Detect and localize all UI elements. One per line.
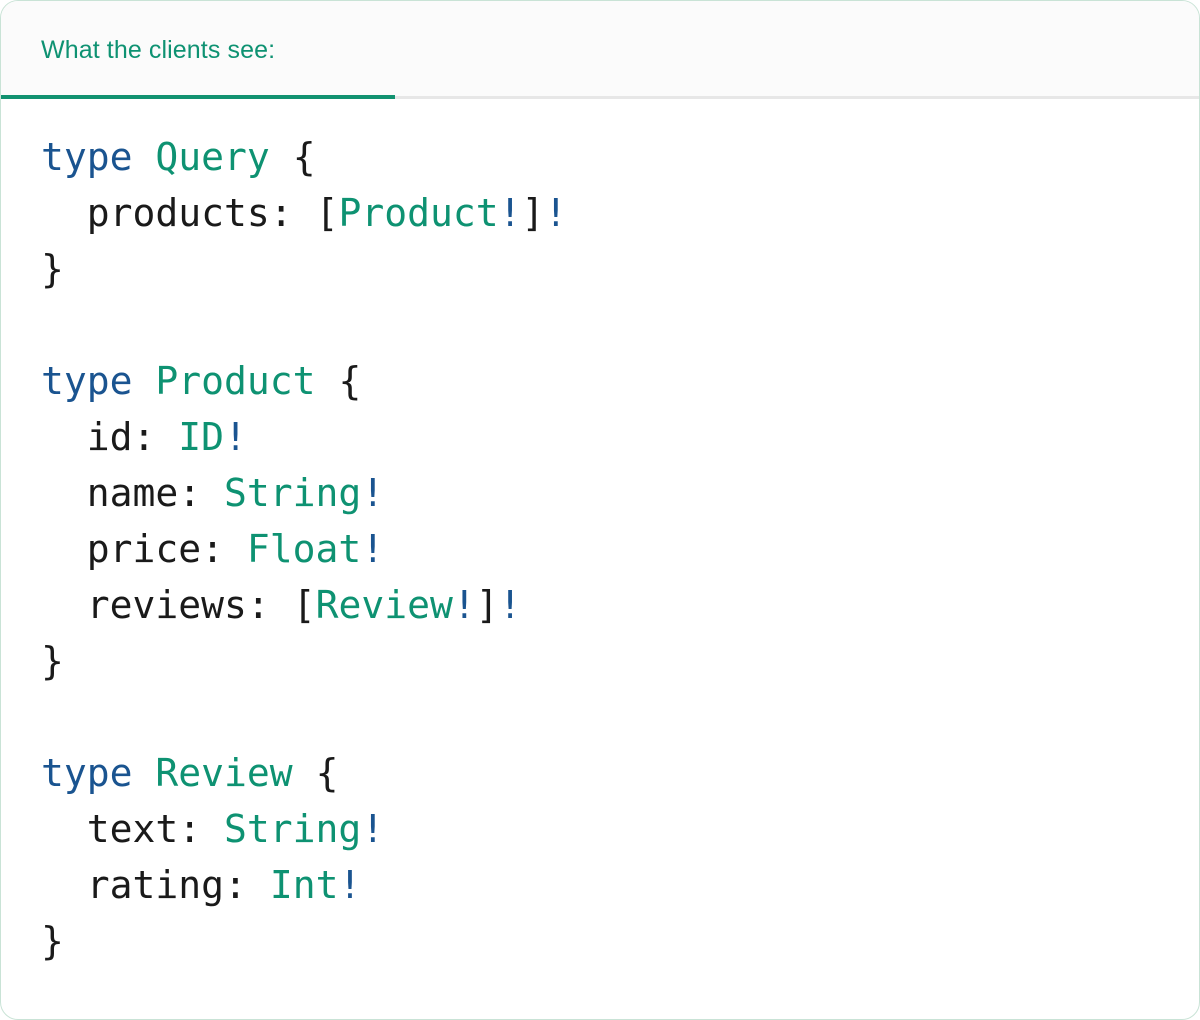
code-token-punc bbox=[270, 135, 293, 179]
code-token-punc: : bbox=[269, 191, 316, 235]
code-token-type: Product bbox=[338, 191, 499, 235]
code-token-punc bbox=[41, 471, 87, 515]
code-area: type Query { products: [Product!]!} type… bbox=[1, 99, 1199, 969]
code-token-type: Int bbox=[269, 863, 339, 907]
code-line: name: String! bbox=[41, 465, 1159, 521]
code-line: id: ID! bbox=[41, 409, 1159, 465]
code-token-punc bbox=[133, 135, 156, 179]
code-line: } bbox=[41, 241, 1159, 297]
code-line: type Product { bbox=[41, 353, 1159, 409]
code-token-punc bbox=[41, 863, 87, 907]
code-token-punc bbox=[293, 751, 316, 795]
code-token-punc bbox=[133, 359, 156, 403]
code-token-type: String bbox=[224, 807, 362, 851]
code-line: type Query { bbox=[41, 129, 1159, 185]
code-token-bang: ! bbox=[498, 583, 522, 627]
code-token-punc: } bbox=[41, 639, 64, 683]
code-token-field: text bbox=[86, 807, 179, 851]
code-token-punc bbox=[41, 191, 87, 235]
code-line bbox=[41, 297, 1159, 353]
code-token-type: Product bbox=[155, 359, 316, 403]
code-token-punc: } bbox=[41, 247, 64, 291]
code-token-type: String bbox=[224, 471, 362, 515]
code-token-field: products bbox=[86, 191, 270, 235]
code-token-punc: : bbox=[224, 863, 270, 907]
code-token-punc: : bbox=[201, 527, 247, 571]
code-token-punc: : bbox=[178, 807, 225, 851]
code-token-kw: type bbox=[41, 751, 133, 795]
code-token-field: id bbox=[86, 415, 133, 459]
code-token-punc: { bbox=[292, 135, 316, 179]
tab-strip-baseline bbox=[1, 96, 1199, 99]
code-token-bang: ! bbox=[361, 807, 385, 851]
code-line bbox=[41, 689, 1159, 745]
code-token-punc: { bbox=[315, 751, 339, 795]
code-token-bang: ! bbox=[544, 191, 568, 235]
code-token-type: ID bbox=[178, 415, 225, 459]
code-line: } bbox=[41, 633, 1159, 689]
code-line: products: [Product!]! bbox=[41, 185, 1159, 241]
code-token-punc bbox=[41, 583, 87, 627]
active-tab-underline bbox=[1, 95, 395, 99]
code-token-punc: : bbox=[132, 415, 179, 459]
code-token-punc bbox=[133, 751, 156, 795]
tab-what-the-clients-see[interactable]: What the clients see: bbox=[1, 1, 395, 99]
code-token-punc: [ bbox=[292, 583, 316, 627]
code-token-punc: ] bbox=[475, 583, 499, 627]
code-line: rating: Int! bbox=[41, 857, 1159, 913]
graphql-schema-code[interactable]: type Query { products: [Product!]!} type… bbox=[41, 129, 1159, 969]
code-token-punc: { bbox=[338, 359, 362, 403]
code-token-punc: : bbox=[178, 471, 225, 515]
code-line: price: Float! bbox=[41, 521, 1159, 577]
code-token-bang: ! bbox=[224, 415, 247, 459]
code-token-field: name bbox=[86, 471, 179, 515]
code-token-punc bbox=[41, 807, 87, 851]
code-token-bang: ! bbox=[361, 527, 385, 571]
code-token-punc: } bbox=[41, 919, 64, 963]
code-token-kw: type bbox=[41, 135, 133, 179]
tab-label: What the clients see: bbox=[41, 35, 276, 64]
code-token-type: Query bbox=[155, 135, 270, 179]
code-token-type: Review bbox=[155, 751, 293, 795]
code-token-field: reviews bbox=[86, 583, 247, 627]
code-token-punc: [ bbox=[315, 191, 339, 235]
code-token-punc bbox=[41, 527, 87, 571]
code-token-type: Float bbox=[246, 527, 362, 571]
code-token-field: rating bbox=[86, 863, 225, 907]
code-line: text: String! bbox=[41, 801, 1159, 857]
code-token-bang: ! bbox=[498, 191, 522, 235]
tab-strip: What the clients see: bbox=[1, 1, 1199, 99]
code-token-field: price bbox=[86, 527, 202, 571]
code-token-punc: ] bbox=[521, 191, 545, 235]
code-token-punc bbox=[41, 415, 87, 459]
code-token-punc: : bbox=[246, 583, 293, 627]
code-token-type: Review bbox=[315, 583, 453, 627]
code-line: type Review { bbox=[41, 745, 1159, 801]
code-line: reviews: [Review!]! bbox=[41, 577, 1159, 633]
code-token-bang: ! bbox=[338, 863, 362, 907]
code-line: } bbox=[41, 913, 1159, 969]
code-token-kw: type bbox=[41, 359, 133, 403]
code-token-punc bbox=[316, 359, 339, 403]
code-token-bang: ! bbox=[361, 471, 385, 515]
code-token-bang: ! bbox=[452, 583, 476, 627]
